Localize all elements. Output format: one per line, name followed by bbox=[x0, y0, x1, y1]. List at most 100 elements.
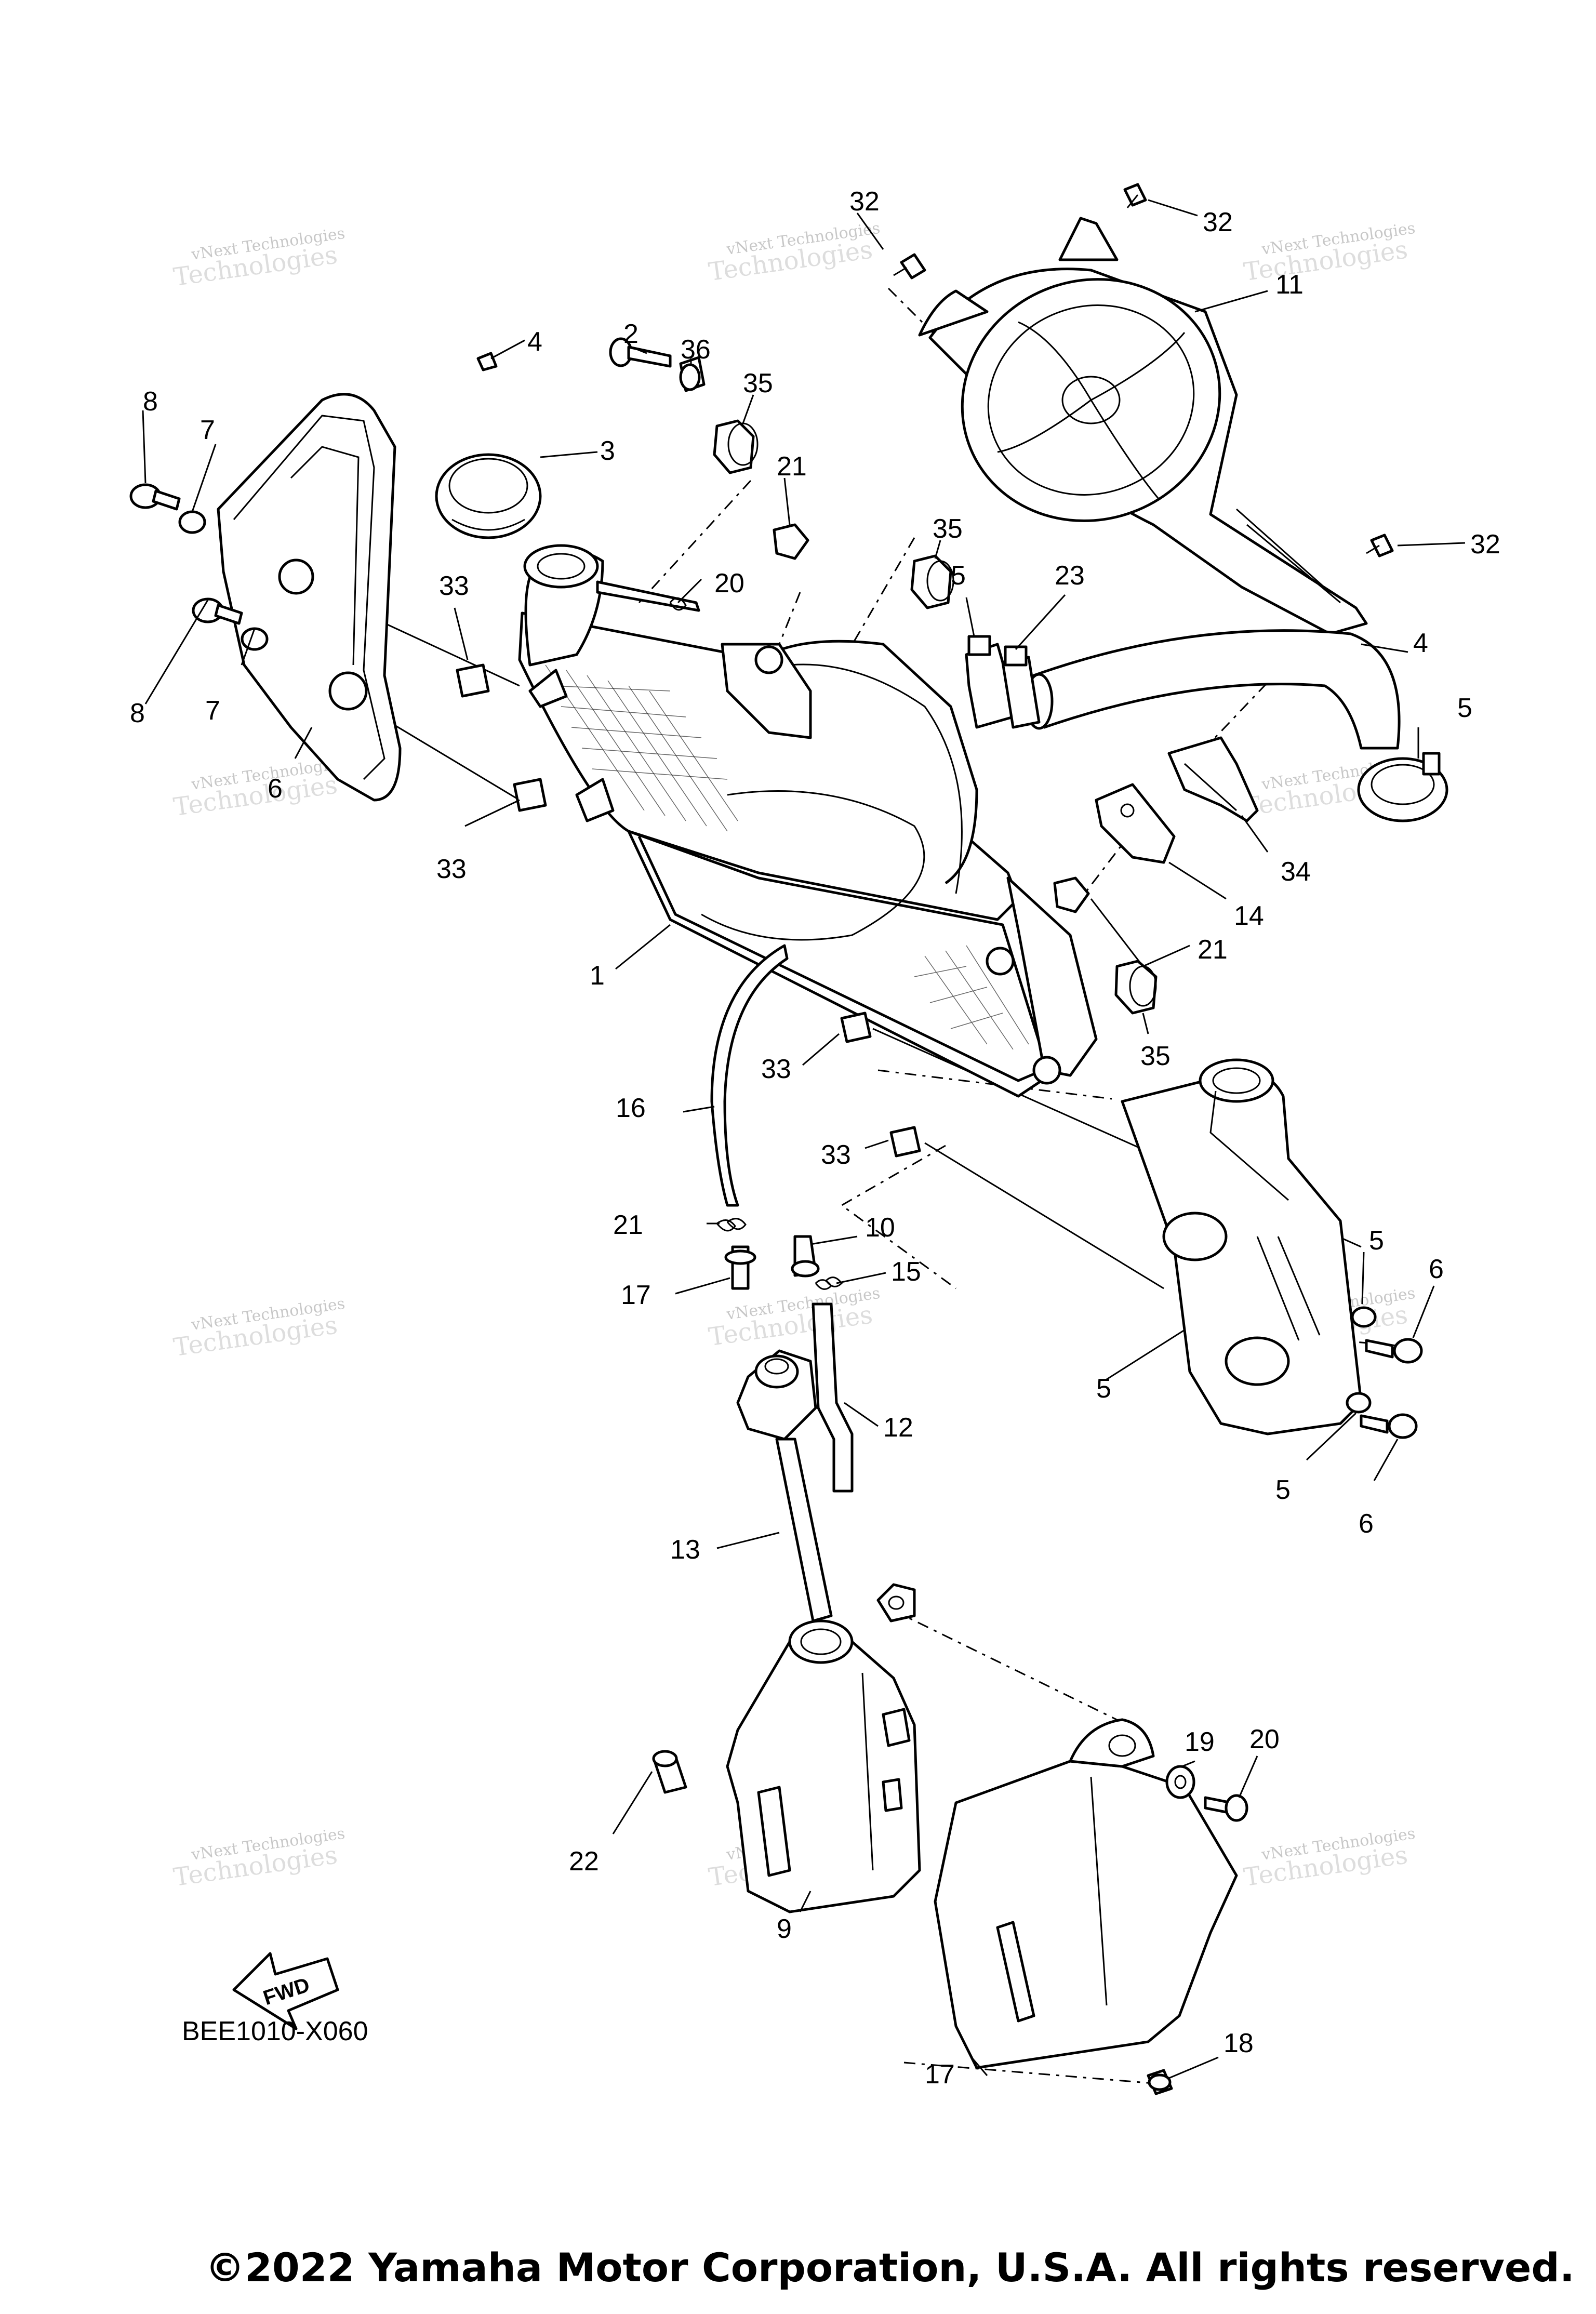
collar bbox=[679, 356, 706, 392]
clip bbox=[456, 663, 490, 698]
callout-23: 10 bbox=[865, 1213, 895, 1243]
callout-29: 17 bbox=[925, 2059, 955, 2090]
hose-fitting bbox=[724, 1245, 756, 1290]
hose-fitting bbox=[791, 1235, 820, 1278]
callout-30: 18 bbox=[1223, 2028, 1254, 2058]
bolt bbox=[609, 337, 672, 368]
washer bbox=[1165, 1765, 1195, 1799]
fwd-arrow-icon: FWD bbox=[232, 1952, 339, 2030]
callout-numbers: 1 11 14 21 21 32 32 32 33 33 33 33 34 35… bbox=[130, 187, 1500, 2090]
callout-21: 8 bbox=[143, 387, 158, 417]
overflow-hose bbox=[710, 944, 789, 1207]
radiator bbox=[518, 544, 1098, 1098]
clip bbox=[889, 1126, 921, 1158]
callout-28: 17 bbox=[621, 1280, 651, 1310]
damper bbox=[652, 1750, 687, 1794]
callout-36: 23 bbox=[1055, 561, 1085, 591]
callout-16: 5 bbox=[1096, 1374, 1111, 1404]
callout-7: 34 bbox=[1281, 857, 1311, 887]
left-side-shroud bbox=[217, 393, 402, 802]
callout-8: 35 bbox=[933, 514, 963, 544]
screw bbox=[476, 352, 498, 371]
grommet bbox=[1114, 960, 1158, 1015]
callout-13: 4 bbox=[1413, 628, 1428, 658]
leader-lines bbox=[142, 199, 1466, 2079]
washer bbox=[241, 627, 269, 651]
coolant-reservoir-tank bbox=[726, 1619, 921, 1913]
callout-10: 2 bbox=[623, 319, 639, 349]
callout-6: 33 bbox=[436, 854, 467, 884]
callout-5: 32 bbox=[1470, 529, 1500, 560]
callout-11: 3 bbox=[600, 436, 615, 466]
grommet bbox=[713, 419, 759, 474]
bolt bbox=[1123, 183, 1147, 208]
callout-18: 6 bbox=[1359, 1509, 1374, 1539]
callout-15: 5 bbox=[1457, 693, 1472, 723]
callout-6: 33 bbox=[439, 571, 469, 601]
bracket bbox=[1095, 783, 1176, 864]
callout-8: 35 bbox=[743, 368, 773, 398]
callout-4: 21 bbox=[1198, 935, 1228, 965]
breather-hose bbox=[812, 1302, 854, 1493]
hose-clamp bbox=[1357, 752, 1448, 822]
callout-32: 20 bbox=[1249, 1724, 1280, 1754]
bolt bbox=[192, 597, 243, 625]
callout-9: 36 bbox=[681, 335, 711, 365]
nut bbox=[773, 523, 809, 560]
callout-12: 4 bbox=[527, 327, 542, 357]
copyright-notice: ©2022 Yamaha Motor Corporation, U.S.A. A… bbox=[205, 2244, 1575, 2291]
callout-24: 12 bbox=[883, 1413, 913, 1443]
callout-26: 15 bbox=[891, 1257, 921, 1287]
hose-clip bbox=[815, 1276, 843, 1290]
reservoir-cap bbox=[736, 1349, 817, 1441]
nut bbox=[1053, 876, 1090, 913]
bolt bbox=[129, 483, 181, 511]
radiator-hose bbox=[1025, 629, 1401, 750]
diagram-code: BEE1010-X060 bbox=[182, 2016, 368, 2046]
hose-clamp bbox=[1001, 645, 1041, 729]
reservoir-cover bbox=[876, 1583, 1238, 2069]
clip bbox=[840, 1012, 872, 1043]
callout-5: 32 bbox=[849, 187, 880, 217]
washer bbox=[178, 510, 206, 534]
callout-17: 5 bbox=[1369, 1226, 1384, 1256]
callout-4: 21 bbox=[777, 451, 807, 482]
callout-5: 32 bbox=[1203, 207, 1233, 237]
callout-19: 6 bbox=[268, 774, 283, 804]
callout-1: 1 bbox=[590, 961, 605, 991]
bolt bbox=[1365, 1338, 1423, 1364]
callout-34: 21 bbox=[613, 1210, 643, 1240]
callout-8: 35 bbox=[1140, 1041, 1171, 1071]
callout-22: 9 bbox=[777, 1914, 792, 1944]
callout-3: 14 bbox=[1234, 901, 1264, 931]
right-side-shroud bbox=[1121, 1058, 1363, 1435]
callout-20: 7 bbox=[205, 696, 220, 726]
bolt bbox=[1204, 1794, 1248, 1822]
reservoir-hose bbox=[775, 1438, 833, 1623]
callout-31: 19 bbox=[1185, 1727, 1215, 1757]
callout-6: 33 bbox=[821, 1140, 851, 1170]
bolt bbox=[1366, 534, 1394, 557]
hose-clip bbox=[716, 1218, 747, 1232]
clip bbox=[513, 778, 547, 812]
grommet bbox=[910, 554, 954, 609]
bolt bbox=[1360, 1413, 1418, 1439]
callout-2: 11 bbox=[1275, 270, 1304, 300]
bracket-stay bbox=[1167, 736, 1259, 822]
bolt bbox=[1147, 2069, 1173, 2095]
callout-20: 7 bbox=[200, 415, 215, 445]
washer bbox=[1346, 1392, 1372, 1414]
callout-14: 5 bbox=[951, 561, 966, 591]
callout-21: 8 bbox=[130, 698, 145, 728]
radiator-cap bbox=[435, 453, 542, 539]
callout-33: 20 bbox=[714, 568, 744, 599]
callout-6: 33 bbox=[761, 1054, 791, 1084]
